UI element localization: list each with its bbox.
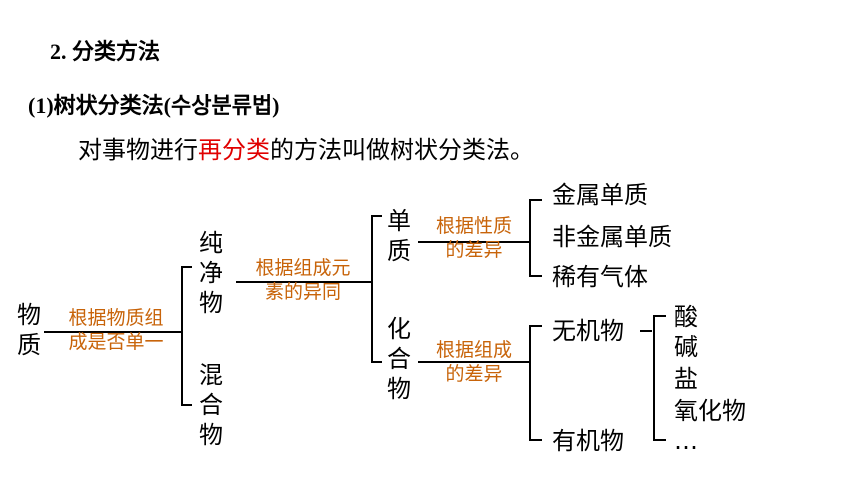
node-oxide: 氧化物: [674, 397, 746, 425]
node-matter-char: 物: [17, 301, 41, 329]
bracket-element: [529, 199, 542, 277]
node-char: 纯: [199, 229, 223, 257]
node-inorganic: 无机物: [552, 317, 624, 345]
definition-prefix: 对事物进行: [78, 136, 198, 164]
definition-highlight: 再分类: [198, 136, 270, 164]
criterion-element-composition: 根据组成元 素的异同: [238, 256, 368, 304]
node-char: 物: [387, 375, 411, 403]
node-char: 净: [199, 259, 223, 287]
node-element: 单 质: [384, 206, 414, 266]
node-pure-substance: 纯 净 物: [196, 228, 226, 318]
criterion-property-difference: 根据性质 的差异: [422, 214, 526, 262]
node-noble-gas: 稀有气体: [552, 263, 648, 291]
definition-suffix: 的方法叫做树状分类法。: [270, 136, 534, 164]
node-char: 物: [199, 289, 223, 317]
node-char: 合: [387, 345, 411, 373]
criterion-line: 素的异同: [264, 281, 341, 303]
node-char: 合: [199, 391, 223, 419]
node-mixture: 混 合 物: [196, 360, 226, 450]
criterion-line: 根据物质组: [68, 307, 164, 329]
node-matter-char: 质: [17, 331, 41, 359]
section-heading: 2. 分类方法: [50, 39, 161, 64]
criterion-line: 成是否单一: [68, 331, 164, 353]
node-compound: 化 合 物: [384, 314, 414, 404]
node-char: 混: [199, 361, 223, 389]
node-matter: 物 质: [14, 300, 44, 360]
bracket-compound: [529, 325, 542, 441]
node-ellipsis: …: [674, 427, 698, 455]
node-char: 化: [387, 315, 411, 343]
node-char: 物: [199, 421, 223, 449]
bracket-root: [181, 266, 192, 406]
criterion-line: 的差异: [445, 239, 503, 261]
bracket-inorganic: [653, 315, 666, 441]
subheading: (1)树状分类法(수상분류법): [28, 93, 280, 118]
criterion-line: 根据组成元: [255, 257, 351, 279]
node-base: 碱: [674, 333, 698, 361]
node-acid: 酸: [674, 303, 698, 331]
node-char: 质: [387, 237, 411, 265]
criterion-single-composition: 根据物质组 成是否单一: [50, 306, 182, 354]
node-metal-element: 金属单质: [552, 181, 648, 209]
bracket-pure: [371, 215, 382, 363]
node-organic: 有机物: [552, 427, 624, 455]
node-nonmetal-element: 非金属单质: [552, 223, 672, 251]
criterion-line: 根据性质: [435, 215, 512, 237]
definition-sentence: 对事物进行再分类的方法叫做树状分类法。: [78, 130, 534, 165]
criterion-composition-difference: 根据组成 的差异: [422, 338, 526, 386]
node-char: 单: [387, 207, 411, 235]
node-salt: 盐: [674, 365, 698, 393]
criterion-line: 的差异: [445, 363, 503, 385]
criterion-line: 根据组成: [435, 339, 512, 361]
